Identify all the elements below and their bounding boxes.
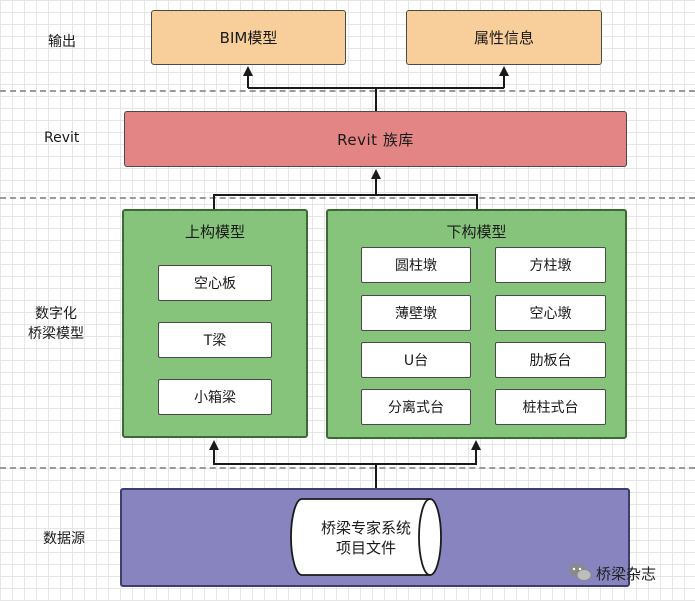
revit-family-library-box: Revit 族库 bbox=[124, 111, 627, 167]
wechat-icon bbox=[569, 563, 592, 581]
lower-item-hollow-pier: 空心墩 bbox=[495, 295, 606, 331]
lane-divider-3 bbox=[0, 467, 695, 469]
lower-item-round-pier: 圆柱墩 bbox=[361, 247, 471, 283]
lane-label-output: 输出 bbox=[48, 34, 76, 50]
lane-divider-1 bbox=[0, 90, 695, 92]
upper-structure-model: 上构模型 空心板 T梁 小箱梁 bbox=[122, 209, 308, 438]
lower-item-rib-abutment: 肋板台 bbox=[495, 342, 606, 378]
upper-structure-title: 上构模型 bbox=[184, 223, 245, 241]
upper-item-hollow-slab: 空心板 bbox=[158, 265, 272, 301]
watermark-text: 桥梁杂志 bbox=[596, 565, 657, 583]
lower-structure-model: 下构模型 圆柱墩 方柱墩 薄壁墩 空心墩 U台 肋板台 分离式台 桩柱式台 bbox=[326, 209, 627, 439]
lower-item-pile-column-abutment: 桩柱式台 bbox=[495, 389, 606, 425]
source-database-label: 桥梁专家系统 项目文件 bbox=[304, 518, 428, 558]
lane-label-revit: Revit bbox=[44, 130, 80, 146]
source-database-line1: 桥梁专家系统 bbox=[320, 519, 411, 537]
bim-model-box: BIM模型 bbox=[151, 10, 346, 65]
source-database-line2: 项目文件 bbox=[335, 539, 396, 557]
upper-item-t-beam: T梁 bbox=[158, 322, 272, 358]
arrow-source-to-models bbox=[213, 452, 477, 488]
lane-label-digital-line1: 数字化 bbox=[35, 306, 77, 322]
attribute-info-box: 属性信息 bbox=[406, 10, 602, 65]
lane-label-digital: 数字化 桥梁模型 bbox=[28, 304, 84, 344]
lower-item-separated-abutment: 分离式台 bbox=[361, 389, 471, 425]
lane-label-digital-line2: 桥梁模型 bbox=[28, 326, 84, 342]
lane-divider-2 bbox=[0, 197, 695, 199]
arrow-revit-to-outputs bbox=[247, 72, 505, 111]
lower-item-u-abutment: U台 bbox=[361, 342, 471, 378]
database-cylinder-icon bbox=[290, 498, 442, 576]
lane-label-source: 数据源 bbox=[43, 531, 85, 547]
arrow-models-to-revit bbox=[213, 182, 478, 209]
lower-structure-title: 下构模型 bbox=[446, 223, 507, 241]
upper-item-small-box-girder: 小箱梁 bbox=[158, 379, 272, 415]
lower-item-square-pier: 方柱墩 bbox=[495, 247, 606, 283]
lower-item-thin-wall-pier: 薄壁墩 bbox=[361, 295, 471, 331]
